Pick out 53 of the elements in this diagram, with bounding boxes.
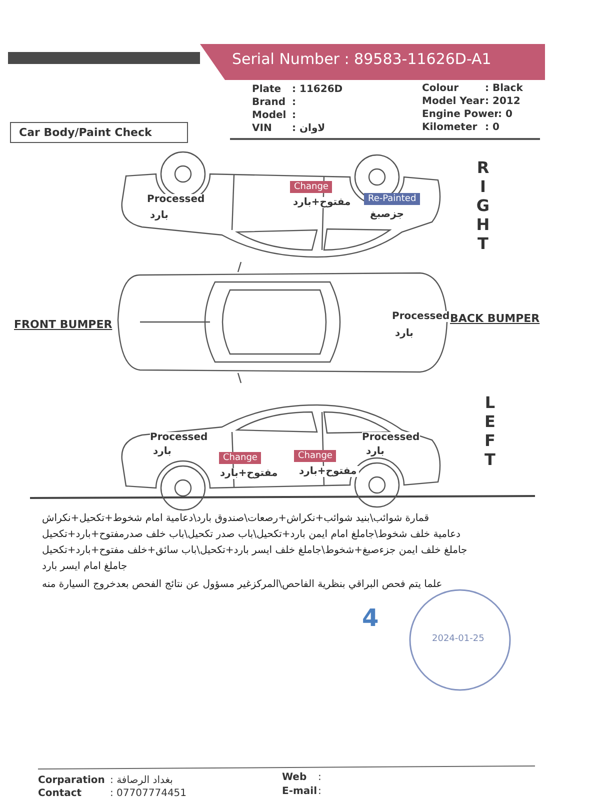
footer-value: : 07707774451 (110, 788, 187, 799)
status-label: Processed (150, 432, 208, 443)
stamp-date: 2024-01-25 (432, 634, 484, 644)
field-value: : (292, 97, 296, 108)
status-label: Processed (147, 194, 205, 205)
field-label: VIN (252, 123, 272, 134)
footer-label: Contact (38, 788, 82, 799)
footer-label: E-mail (282, 786, 318, 797)
field-label: Kilometer (422, 122, 478, 133)
note-line: قمارة شوائب\بنيد شوائب+نكراش+رصعات\صندوق بارد\دعامية امام شخوط+تكحيل+نكراش (42, 513, 429, 524)
condition-note: مفتوح+بارد (218, 468, 280, 479)
condition-note: بارد (393, 328, 416, 339)
field-value: : لاوان (292, 123, 326, 134)
note-line: دعامية خلف شخوط\جاملغ امام ايمن بارد+تكحيل\باب صدر تكحيل\باب خلف صدرمفتوح+بارد+تكحيل (42, 529, 460, 540)
side-label: LEFT (484, 393, 496, 469)
field-value: : 2012 (485, 96, 520, 107)
status-tag: Change (290, 181, 332, 193)
note-line: جاملغ خلف ايمن جزءصبغ+شخوط\جاملغ خلف ايسر بارد+تكحيل\باب سائق+خلف مفتوح+بارد+تكحيل (42, 545, 468, 556)
page-number: 4 (362, 604, 379, 632)
status-tag: Re-Painted (364, 193, 420, 205)
note-line: علما يتم فحص البراقي بنظرية الفاحص\المركزغير مسؤول عن نتائج الفحص بعدخروج السيارة منه (42, 579, 442, 590)
field-label: Colour (422, 83, 459, 94)
condition-note: بارد (148, 210, 170, 221)
side-label: RIGHT (476, 158, 490, 253)
field-label: Model Year (422, 96, 484, 107)
status-tag: Change (219, 452, 262, 464)
field-value: : 11626D (292, 84, 343, 95)
bumper-label: FRONT BUMPER (14, 318, 112, 331)
footer-value: : بغداد الرصافة (110, 775, 173, 786)
field-value: : Black (485, 83, 523, 94)
section-title: Car Body/Paint Check (10, 122, 188, 143)
field-label: Plate (252, 84, 282, 95)
serial-number: Serial Number : 89583-11626D-A1 (232, 50, 492, 68)
condition-note: بارد (364, 446, 386, 457)
field-value: : (292, 110, 296, 121)
field-value: : 0 (498, 109, 512, 120)
bumper-label: BACK BUMPER (450, 312, 540, 325)
field-label: Model (252, 110, 286, 121)
footer-value: : (318, 772, 322, 783)
footer-label: Web (282, 772, 307, 783)
condition-note: مفتوح+بارد (291, 197, 353, 208)
footer-value: : (318, 786, 322, 797)
status-tag: Change (294, 450, 336, 462)
condition-note: جزصبغ (368, 209, 406, 220)
status-label: Processed (392, 311, 450, 322)
field-value: : 0 (485, 122, 500, 133)
field-label: Engine Power (422, 109, 500, 120)
field-label: Brand (252, 97, 286, 108)
status-label: Processed (362, 432, 420, 443)
footer-label: Corparation (38, 775, 105, 786)
note-line: جاملغ امام ايسر بارد (42, 561, 128, 572)
condition-note: مفتوح+بارد (297, 466, 359, 477)
condition-note: بارد (151, 446, 174, 457)
